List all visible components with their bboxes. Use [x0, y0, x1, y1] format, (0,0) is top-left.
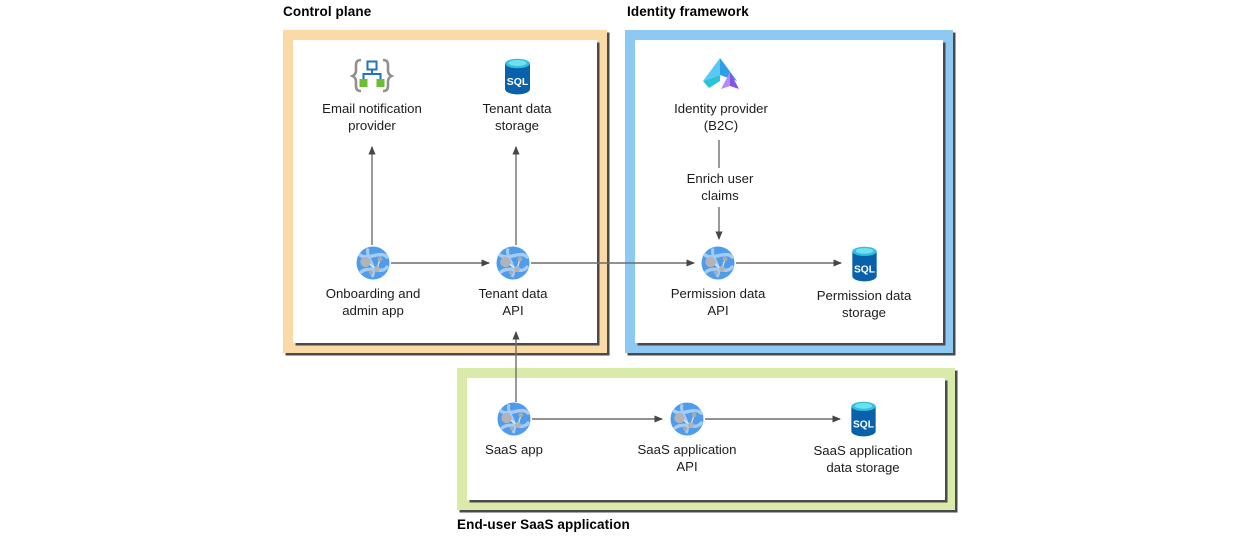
node-label: Identity provider (B2C)	[674, 101, 768, 133]
section-title-identity-framework: Identity framework	[627, 4, 749, 19]
sql-database-icon: SQL	[851, 246, 878, 282]
svg-text:SQL: SQL	[853, 419, 874, 430]
node-identity-provider: Identity provider (B2C)	[651, 57, 791, 134]
node-label: Permission data storage	[816, 288, 912, 320]
node-onboarding-admin-app: Onboarding and admin app	[303, 246, 443, 319]
node-saas-app: SaaS app	[444, 402, 584, 459]
identity-framework-inner-box	[635, 40, 943, 343]
node-label: SaaS app	[485, 442, 543, 457]
section-title-control-plane: Control plane	[283, 4, 372, 19]
node-label: Tenant data API	[478, 286, 548, 318]
app-globe-icon	[497, 402, 531, 436]
braces-connector-icon	[349, 57, 395, 95]
node-email-notification-provider: Email notification provider	[302, 57, 442, 134]
svg-text:SQL: SQL	[854, 264, 875, 275]
node-permission-data-api: Permission data API	[648, 246, 788, 319]
node-label: Onboarding and admin app	[325, 286, 421, 318]
section-title-end-user-saas: End-user SaaS application	[457, 517, 630, 532]
sql-database-icon: SQL	[850, 401, 877, 437]
node-tenant-data-api: Tenant data API	[443, 246, 583, 319]
node-label: Permission data API	[670, 286, 766, 318]
sql-database-icon: SQL	[504, 58, 531, 95]
annotation-enrich-user-claims: Enrich user claims	[650, 171, 790, 204]
app-globe-icon	[701, 246, 735, 280]
node-tenant-data-storage: SQL Tenant data storage	[447, 58, 587, 134]
aad-b2c-icon	[699, 57, 743, 95]
node-label: SaaS application API	[637, 442, 737, 474]
node-saas-application-data-storage: SQL SaaS application data storage	[793, 401, 933, 476]
svg-text:SQL: SQL	[506, 76, 528, 88]
node-label: Tenant data storage	[482, 101, 552, 133]
control-plane-inner-box	[293, 40, 597, 343]
annotation-label: Enrich user claims	[686, 171, 754, 203]
app-globe-icon	[670, 402, 704, 436]
node-label: SaaS application data storage	[813, 443, 913, 475]
node-label: Email notification provider	[322, 101, 422, 133]
app-globe-icon	[496, 246, 530, 280]
node-permission-data-storage: SQL Permission data storage	[794, 246, 934, 321]
node-saas-application-api: SaaS application API	[617, 402, 757, 475]
app-globe-icon	[356, 246, 390, 280]
end-user-saas-inner-box	[467, 378, 945, 500]
